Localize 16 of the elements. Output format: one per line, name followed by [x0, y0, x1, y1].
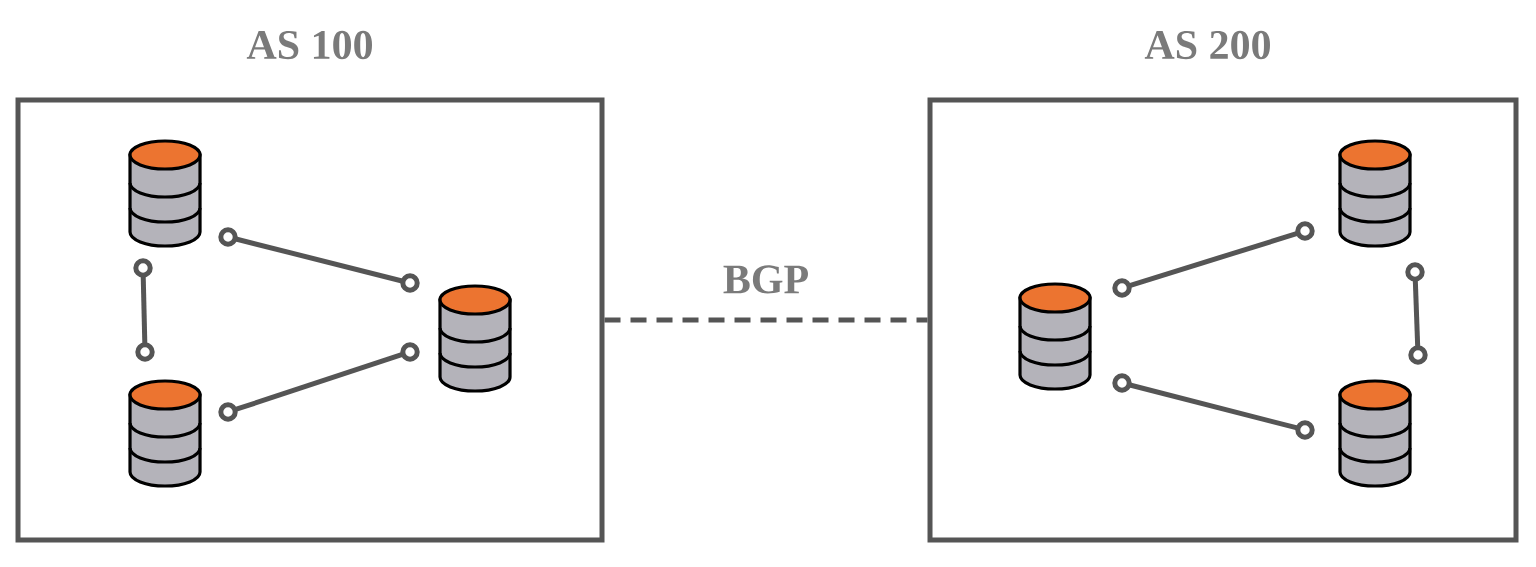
- connector-line: [1112, 221, 1315, 298]
- connector-line: [1405, 262, 1428, 365]
- edge-label: BGP: [723, 265, 808, 294]
- database-cylinder: [1338, 379, 1412, 488]
- connector-line: [133, 258, 155, 362]
- database-cylinder: [1338, 139, 1412, 248]
- database-cylinder: [1018, 282, 1092, 391]
- connector-line: [218, 227, 420, 293]
- connector-line: [218, 342, 420, 422]
- database-cylinder: [128, 379, 202, 488]
- dashed-link: [604, 317, 928, 323]
- connector-line: [1112, 373, 1315, 440]
- box-title: AS 100: [246, 30, 372, 60]
- box-title: AS 200: [1144, 30, 1270, 60]
- database-cylinder: [438, 284, 512, 393]
- database-cylinder: [128, 139, 202, 248]
